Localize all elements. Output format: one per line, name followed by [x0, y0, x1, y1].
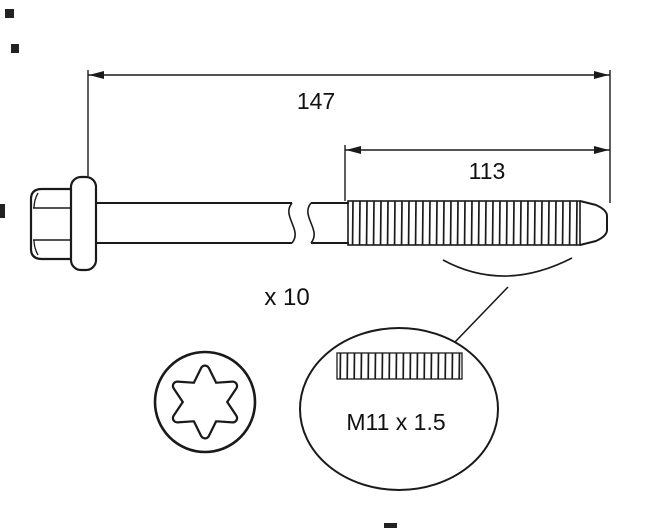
arrowhead-right-icon — [594, 71, 609, 79]
thread-spec-label: M11 x 1.5 — [346, 409, 445, 435]
thread-detail-drawing — [336, 352, 463, 380]
leader-line — [442, 257, 573, 343]
bolt-tip — [579, 200, 608, 246]
artifact-marks — [0, 9, 397, 528]
bolt-hex-head — [29, 187, 72, 261]
dimension-overall-length: 147 — [87, 70, 611, 203]
thread-length-label: 113 — [469, 158, 506, 184]
bolt-shank — [96, 202, 349, 244]
overall-length-label: 147 — [297, 88, 335, 114]
bolt-threads — [347, 200, 581, 246]
arrowhead-left-icon — [89, 71, 104, 79]
arrowhead-left-icon — [346, 146, 361, 154]
bolt-flange — [69, 175, 98, 272]
bolt-drawing — [29, 175, 608, 272]
head-outline-circle — [153, 350, 257, 454]
arrowhead-right-icon — [594, 146, 609, 154]
quantity-label: x 10 — [264, 284, 309, 311]
dimension-thread-length: 113 — [344, 145, 610, 201]
torx-socket-icon — [171, 364, 239, 440]
torx-head-view — [153, 350, 257, 454]
balloon-outline — [299, 327, 499, 491]
detail-balloon: M11 x 1.5 — [299, 327, 499, 491]
